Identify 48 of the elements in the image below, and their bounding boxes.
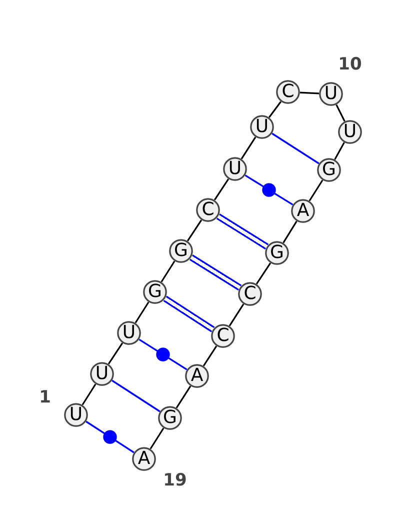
position-number: 1 xyxy=(39,390,51,406)
nucleotide-circle: U xyxy=(319,82,343,106)
position-number: 19 xyxy=(163,472,187,490)
nucleotide-circle: C xyxy=(238,282,262,306)
backbone-line xyxy=(214,178,230,200)
base-pair-line xyxy=(216,214,269,250)
backbone-line xyxy=(282,220,298,244)
backbone-line xyxy=(240,136,256,160)
base-pair-line xyxy=(244,174,294,206)
base-pair-line xyxy=(85,420,135,454)
base-pair-line xyxy=(163,296,215,332)
nucleotide-circle: U xyxy=(64,403,88,427)
nucleotide-circle: A xyxy=(132,447,156,471)
nucleotide-circle: U xyxy=(117,321,141,345)
nucleotide-circle: A xyxy=(291,199,315,223)
nucleotide-circle: G xyxy=(265,241,289,265)
backbone-line xyxy=(300,92,320,94)
backbone-line xyxy=(334,142,345,160)
backbone-line xyxy=(308,180,324,202)
backbone-line xyxy=(134,302,150,324)
nucleotide-circle: U xyxy=(90,362,114,386)
backbone-line xyxy=(176,386,192,408)
backbone-line xyxy=(228,304,244,326)
backbone-line xyxy=(336,104,346,122)
nucleotide-circle: G xyxy=(169,239,193,263)
nucleotide-circle: G xyxy=(158,406,182,430)
nucleotide-circle: G xyxy=(143,280,167,304)
backbone-line xyxy=(186,220,202,242)
base-pair-line xyxy=(112,380,160,412)
nucleotide-circle: G xyxy=(317,158,341,182)
base-pair-line xyxy=(189,254,242,290)
nucleotide-circle: U xyxy=(338,120,362,144)
base-pair-line xyxy=(138,338,188,370)
backbone-line xyxy=(160,260,176,282)
base-pair-line xyxy=(272,132,320,164)
nucleotide-circle: U xyxy=(250,115,274,139)
backbone-line xyxy=(108,342,124,364)
backbone-line xyxy=(150,428,164,450)
position-number: 10 xyxy=(338,56,362,74)
nucleotide-circle: C xyxy=(276,80,300,104)
backbone-line xyxy=(82,384,96,406)
nucleotide-circle: C xyxy=(211,324,235,348)
nucleotide-circle: A xyxy=(185,364,209,388)
backbone-line xyxy=(256,262,272,284)
backbone-line xyxy=(268,101,282,118)
nucleotide-circle: C xyxy=(196,198,220,222)
backbone-line xyxy=(202,346,218,366)
nucleotide-circle: U xyxy=(223,157,247,181)
